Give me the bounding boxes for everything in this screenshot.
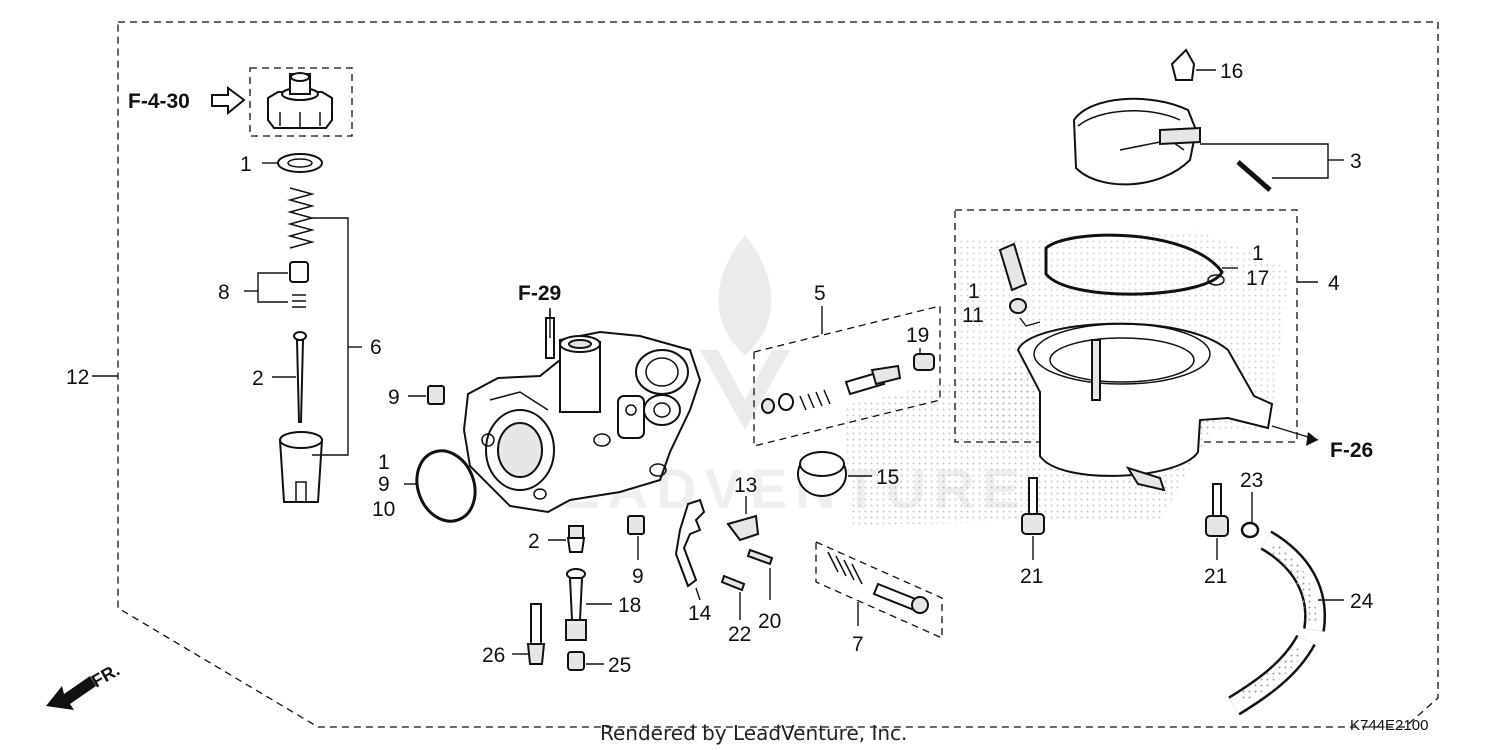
callout-2-jet: 2 — [528, 530, 540, 553]
callout-17: 17 — [1246, 267, 1269, 290]
callout-20: 20 — [758, 610, 781, 633]
breather-clip — [1170, 48, 1196, 81]
callout-22: 22 — [728, 623, 751, 646]
callout-21-right: 21 — [1204, 565, 1227, 588]
drain-screw-right — [1205, 483, 1229, 537]
cap-nut-left — [427, 385, 445, 405]
float-chamber-gasket — [1044, 233, 1225, 296]
top-cover — [1072, 97, 1272, 192]
callout-9-upper: 9 — [388, 386, 400, 409]
pilot-screw-parts — [761, 353, 935, 414]
drain-hose — [1228, 530, 1326, 716]
callout-1-gasket-chamber: 1 — [1252, 242, 1264, 265]
screw-20 — [746, 548, 774, 566]
callout-16: 16 — [1220, 60, 1243, 83]
footer-credit: Rendered by LeadVenture, Inc. — [600, 721, 907, 745]
callout-1-gasket: 1 — [378, 451, 390, 474]
throttle-valve — [278, 431, 324, 503]
slow-jet — [526, 603, 546, 665]
callout-5: 5 — [814, 282, 826, 305]
spring-clip — [726, 514, 760, 542]
float-chamber-cap — [797, 451, 847, 497]
callout-1-washer: 1 — [968, 280, 980, 303]
throttle-cap-group — [249, 67, 353, 137]
drain-screw-left — [1021, 477, 1045, 535]
diagram-code: K744E2100 — [1350, 717, 1428, 734]
reference-f29-label[interactable]: F-29 — [518, 282, 561, 305]
drain-plug — [567, 651, 585, 671]
callout-19: 19 — [906, 324, 929, 347]
hose-clip — [1240, 521, 1260, 539]
callout-14: 14 — [688, 602, 712, 625]
callout-26: 26 — [482, 644, 505, 667]
reference-f26-label[interactable]: F-26 — [1330, 439, 1373, 462]
callout-1-o-ring: 1 — [240, 153, 252, 176]
needle-jet-holder — [565, 568, 587, 641]
callout-21-left: 21 — [1020, 565, 1043, 588]
float-chamber-bowl — [1016, 322, 1274, 492]
callout-10: 10 — [372, 498, 395, 521]
callout-12: 12 — [66, 366, 89, 389]
main-jet — [566, 525, 586, 553]
callout-6: 6 — [370, 336, 382, 359]
o-ring-top — [277, 153, 323, 173]
callout-18: 18 — [618, 594, 641, 617]
callout-9-lower: 9 — [632, 565, 644, 588]
reference-arrow-f430[interactable]: F-4-30 — [128, 86, 246, 116]
callout-11: 11 — [962, 304, 984, 327]
callout-9-gasket: 9 — [378, 473, 390, 496]
callout-24: 24 — [1350, 590, 1374, 613]
callout-7: 7 — [852, 633, 864, 656]
callout-4: 4 — [1328, 272, 1340, 295]
carburetor-body — [462, 330, 702, 514]
idle-screw-parts — [827, 551, 929, 614]
throttle-stop-plate — [674, 498, 706, 588]
pilot-screw-box — [753, 305, 941, 447]
needle-clip — [289, 261, 309, 308]
idle-screw-box — [815, 540, 943, 640]
piston-spring — [287, 187, 315, 249]
cap-nut-lower — [627, 515, 645, 535]
outer-border — [117, 21, 1439, 728]
screw-22 — [720, 574, 746, 592]
callout-8: 8 — [218, 281, 230, 304]
gasket-ring-left — [415, 449, 477, 523]
float-valve-screw — [998, 242, 1028, 314]
front-direction-arrow: FR. — [46, 660, 123, 710]
callout-2-needle: 2 — [252, 367, 264, 390]
callout-25: 25 — [608, 654, 631, 677]
callout-23: 23 — [1240, 469, 1263, 492]
jet-needle — [293, 331, 307, 423]
reference-f430-label[interactable]: F-4-30 — [128, 90, 190, 113]
callout-15: 15 — [876, 466, 899, 489]
callout-13: 13 — [734, 474, 757, 497]
callout-3: 3 — [1350, 150, 1362, 173]
